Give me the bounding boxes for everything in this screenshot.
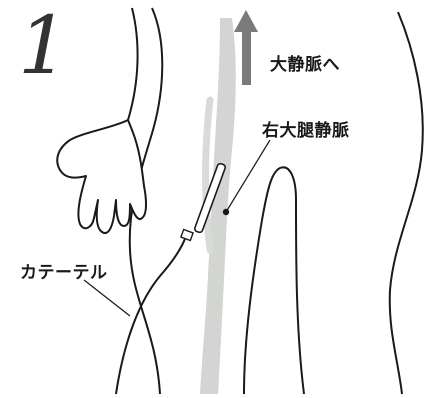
right-leg-outline	[243, 166, 305, 395]
right-body-outline	[388, 11, 424, 395]
catheter	[115, 162, 227, 395]
catheter-sheath	[193, 162, 227, 234]
vena-cava-label: 大静脈へ	[270, 55, 340, 75]
arrow-up-icon	[234, 10, 258, 85]
catheter-leader-line	[83, 279, 131, 317]
femoral-vein-label: 右大腿静脈	[262, 121, 350, 141]
torso-left-outline	[127, 7, 139, 121]
vein-branch	[202, 96, 214, 254]
catheter-label: カテーテル	[20, 263, 108, 283]
hand	[56, 119, 147, 234]
femoral-leader-line	[225, 139, 271, 213]
femoral-vein	[200, 18, 236, 394]
step-number: 1	[18, 0, 69, 92]
catheter-hub	[180, 228, 194, 242]
